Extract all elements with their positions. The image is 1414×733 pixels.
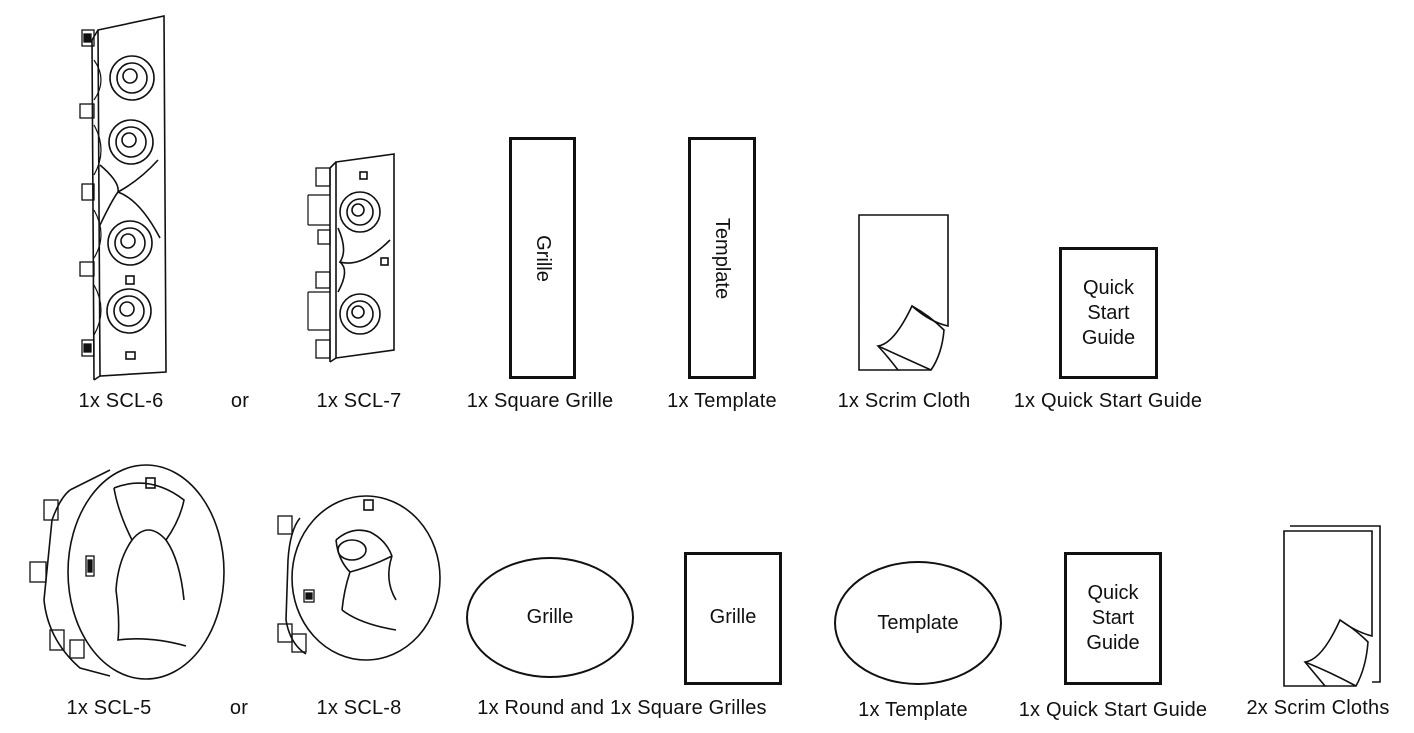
guide-line-3-b: Guide [1086, 632, 1140, 654]
scl6-speaker-drawing [79, 15, 167, 381]
square-grille-label-2: Grille [709, 606, 757, 628]
scl7-speaker-drawing [307, 153, 395, 363]
caption-scl6: 1x SCL-6 [78, 390, 164, 412]
caption-quick-start-guide-2: 1x Quick Start Guide [1018, 699, 1208, 721]
template-box: Template [688, 137, 756, 379]
square-grille-box-2: Grille [684, 552, 782, 685]
round-grille-oval: Grille [466, 557, 634, 678]
caption-scrim-cloths: 2x Scrim Cloths [1246, 697, 1390, 719]
caption-scl5: 1x SCL-5 [66, 697, 152, 719]
scl5-speaker-drawing [29, 464, 225, 680]
template-oval-label: Template [877, 611, 959, 634]
caption-scrim-cloth: 1x Scrim Cloth [837, 390, 971, 412]
caption-template-2: 1x Template [858, 699, 968, 721]
guide-line-1: Quick [1082, 276, 1135, 299]
quick-start-guide-box-2: Quick Start Guide [1064, 552, 1162, 685]
guide-line-3: Guide [1081, 326, 1136, 349]
square-grille-label: Grille [531, 234, 554, 282]
template-label: Template [711, 217, 734, 299]
round-grille-label: Grille [526, 606, 574, 628]
caption-quick-start-guide: 1x Quick Start Guide [1013, 390, 1203, 412]
square-grille-box: Grille [509, 137, 576, 379]
scrim-cloths-drawing [1283, 525, 1381, 687]
caption-or-1: or [230, 390, 250, 412]
caption-template: 1x Template [667, 390, 777, 412]
guide-line-1-b: Quick [1087, 582, 1139, 604]
caption-scl7: 1x SCL-7 [316, 390, 402, 412]
scl8-speaker-drawing [277, 495, 441, 661]
quick-start-guide-box: Quick Start Guide [1059, 247, 1158, 379]
caption-or-2: or [229, 697, 249, 719]
guide-line-2: Start [1087, 301, 1130, 324]
scrim-cloth-drawing [858, 214, 949, 371]
caption-grilles: 1x Round and 1x Square Grilles [477, 697, 767, 719]
template-oval: Template [834, 561, 1002, 685]
caption-scl8: 1x SCL-8 [316, 697, 402, 719]
caption-square-grille: 1x Square Grille [466, 390, 614, 412]
guide-line-2-b: Start [1091, 607, 1135, 629]
